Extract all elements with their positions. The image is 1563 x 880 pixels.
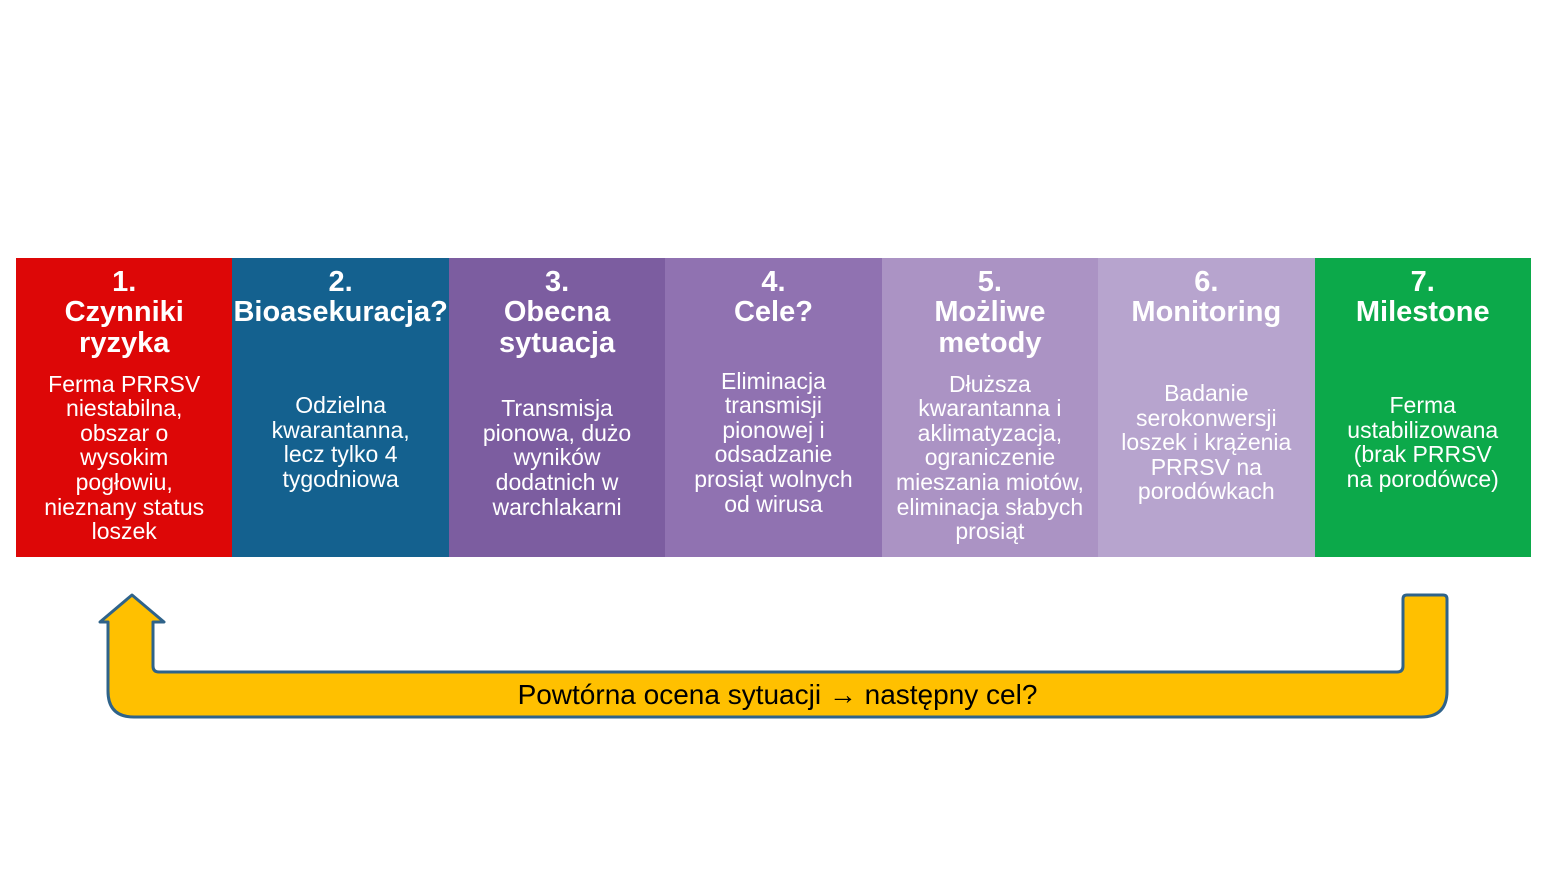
process-step-5: 5. Możliwe metody Dłuższa kwarantanna i … bbox=[881, 258, 1099, 557]
process-step-6: 6. Monitoring Badanie serokonwersji losz… bbox=[1098, 258, 1315, 557]
step-number: 2. bbox=[328, 266, 353, 298]
step-title: Obecna sytuacja bbox=[499, 296, 616, 359]
step-body-wrap: Transmisja pionowa, dużo wyników dodatni… bbox=[449, 358, 665, 557]
step-body: Ferma ustabilizowana (brak PRRSV na poro… bbox=[1346, 392, 1499, 493]
step-body: Dłuższa kwarantanna i aklimatyzacja, ogr… bbox=[895, 370, 1084, 545]
step-body: Eliminacja transmisji pionowej i odsadza… bbox=[694, 367, 853, 517]
process-step-1: 1. Czynniki ryzyka Ferma PRRSV niestabil… bbox=[16, 258, 233, 557]
step-body-wrap: Ferma PRRSV niestabilna, obszar o wysoki… bbox=[16, 358, 232, 557]
process-step-2: 2. Bioasekuracja? Odzielna kwarantanna, … bbox=[232, 258, 449, 557]
step-title: Czynniki ryzyka bbox=[64, 296, 184, 359]
feedback-arrow-shape bbox=[98, 593, 1449, 719]
step-body-wrap: Ferma ustabilizowana (brak PRRSV na poro… bbox=[1315, 328, 1531, 557]
step-title: Monitoring bbox=[1131, 296, 1282, 329]
step-title: Milestone bbox=[1355, 296, 1490, 329]
process-steps-row: 1. Czynniki ryzyka Ferma PRRSV niestabil… bbox=[16, 258, 1531, 557]
feedback-arrow bbox=[98, 593, 1449, 719]
step-body: Odzielna kwarantanna, lecz tylko 4 tygod… bbox=[271, 392, 410, 493]
step-number: 6. bbox=[1194, 266, 1219, 298]
step-number: 1. bbox=[112, 266, 137, 298]
process-step-7: 7. Milestone Ferma ustabilizowana (brak … bbox=[1314, 258, 1531, 557]
step-number: 3. bbox=[544, 266, 570, 298]
step-body: Ferma PRRSV niestabilna, obszar o wysoki… bbox=[44, 370, 205, 545]
step-body-wrap: Eliminacja transmisji pionowej i odsadza… bbox=[665, 328, 881, 557]
step-title: Cele? bbox=[733, 296, 813, 329]
step-number: 5. bbox=[977, 266, 1002, 298]
step-number: 7. bbox=[1410, 266, 1435, 298]
process-step-3: 3. Obecna sytuacja Transmisja pionowa, d… bbox=[448, 258, 666, 557]
step-title: Możliwe metody bbox=[934, 296, 1046, 359]
step-title: Bioasekuracja? bbox=[233, 296, 448, 329]
step-body: Transmisja pionowa, dużo wyników dodatni… bbox=[482, 395, 632, 520]
step-number: 4. bbox=[761, 266, 786, 298]
step-body-wrap: Dłuższa kwarantanna i aklimatyzacja, ogr… bbox=[882, 358, 1098, 557]
process-step-4: 4. Cele? Eliminacja transmisji pionowej … bbox=[665, 258, 882, 557]
step-body-wrap: Odzielna kwarantanna, lecz tylko 4 tygod… bbox=[232, 328, 448, 557]
step-body-wrap: Badanie serokonwersji loszek i krążenia … bbox=[1098, 328, 1314, 557]
feedback-arrow-label: Powtórna ocena sytuacji → następny cel? bbox=[517, 678, 1038, 710]
step-body: Badanie serokonwersji loszek i krążenia … bbox=[1121, 379, 1292, 505]
